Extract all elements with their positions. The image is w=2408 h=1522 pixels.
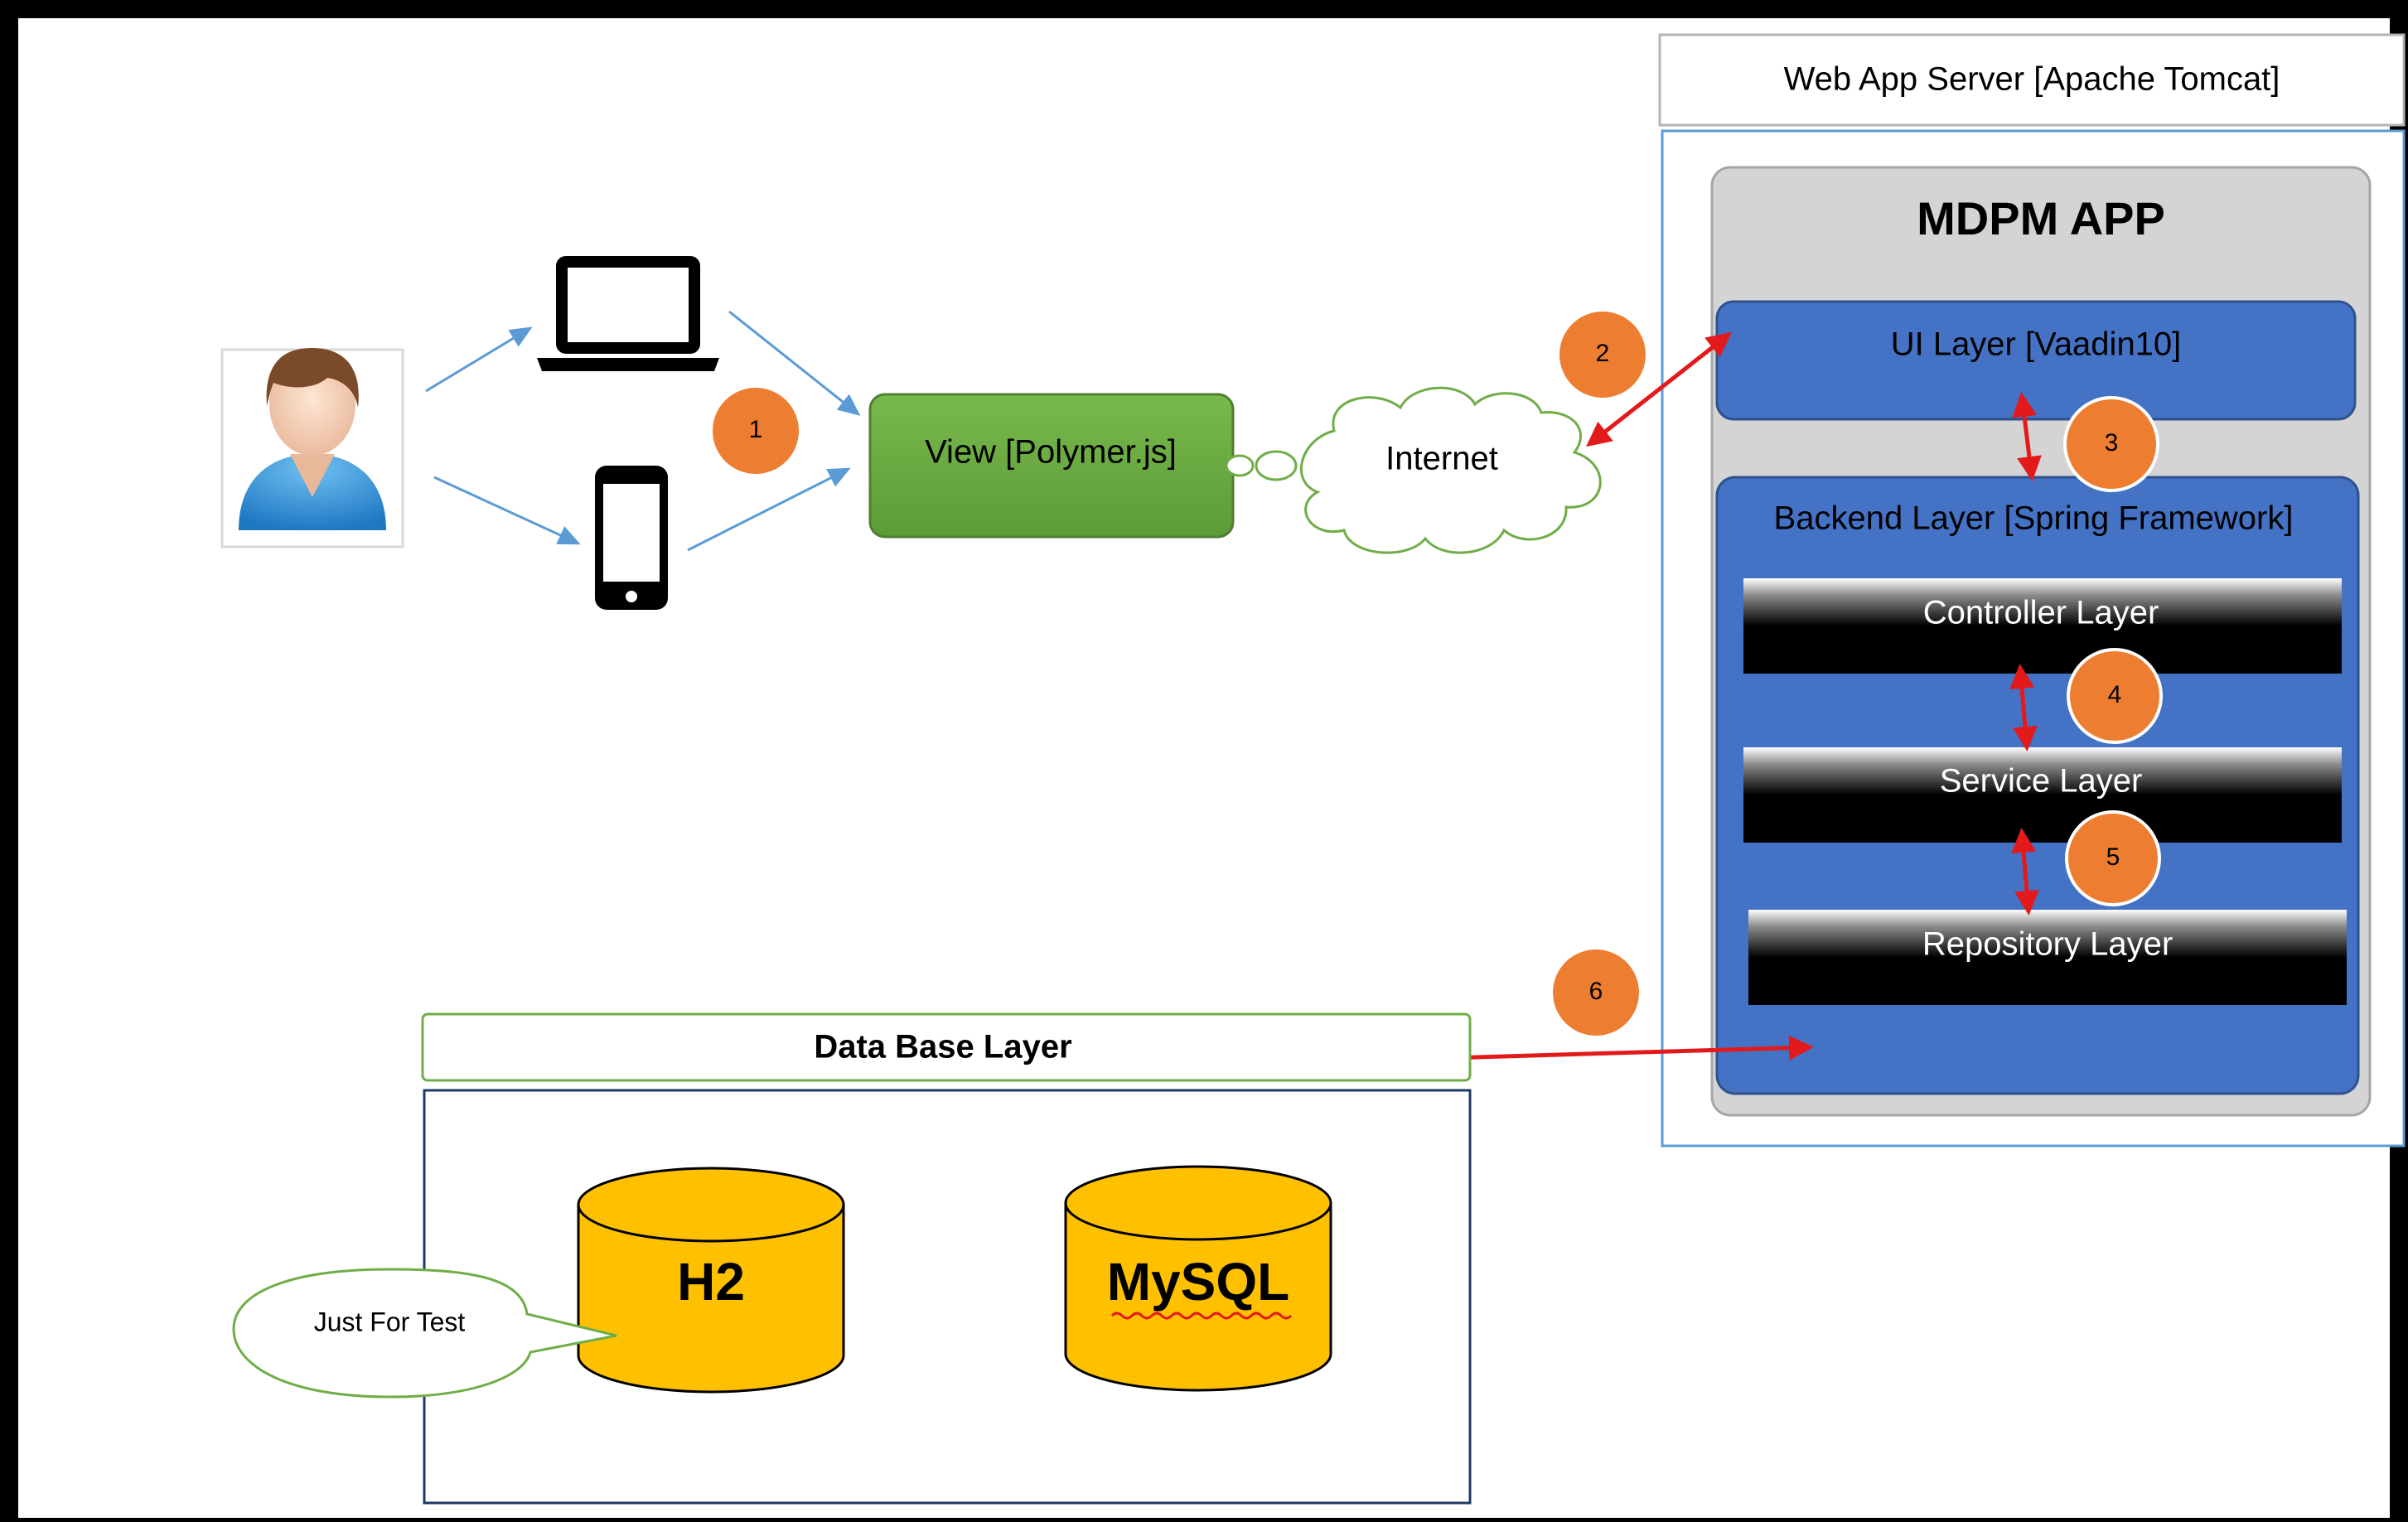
step-1-badge: 1: [713, 388, 799, 474]
step-4-badge: 4: [2067, 648, 2163, 744]
view-label: View [Polymer.js]: [925, 434, 1177, 471]
database-title: Data Base Layer: [814, 1029, 1071, 1065]
step-2-badge: 2: [1559, 312, 1646, 398]
step-6-label: 6: [1589, 978, 1603, 1005]
arrow-controller-service: [2009, 664, 2038, 751]
step-6-badge: 6: [1553, 949, 1639, 1036]
cloud-icon: Internet: [1225, 386, 1602, 554]
just-for-test-callout: Just For Test: [232, 1268, 617, 1399]
arrow-internet-ui: [1586, 331, 1732, 447]
database-header: [421, 1012, 1472, 1082]
h2-label: H2: [677, 1252, 745, 1312]
callout-label: Just For Test: [314, 1307, 466, 1336]
red-flow-arrows: [1416, 331, 2042, 1071]
mysql-label: MySQL: [1107, 1252, 1289, 1312]
user-avatar-icon: [220, 348, 404, 548]
repository-layer-label: Repository Layer: [1922, 926, 2173, 963]
step-3-badge: 3: [2063, 396, 2159, 492]
laptop-icon: [537, 256, 719, 371]
service-layer-label: Service Layer: [1940, 763, 2143, 800]
step-2-label: 2: [1596, 340, 1610, 367]
arrow-service-repository: [2011, 828, 2039, 916]
step-1-label: 1: [749, 416, 763, 443]
service-layer-box: [1743, 747, 2342, 843]
controller-layer-label: Controller Layer: [1923, 595, 2159, 631]
smartphone-icon: [595, 466, 668, 610]
web-server-title: Web App Server [Apache Tomcat]: [1784, 61, 2280, 98]
web-server-header: Web App Server [Apache Tomcat]: [1658, 33, 2406, 127]
repository-layer-box: [1748, 910, 2347, 1005]
backend-layer-title: Backend Layer [Spring Framework]: [1774, 500, 2294, 537]
arrow-backend-database: [1416, 1035, 1814, 1071]
mdpm-app-title: MDPM APP: [1917, 192, 2165, 244]
internet-label: Internet: [1385, 441, 1498, 477]
arrow-ui-backend: [2012, 392, 2042, 481]
ui-layer-label: UI Layer [Vaadin10]: [1891, 326, 2182, 363]
controller-layer-box: [1743, 578, 2342, 674]
step-5-label: 5: [2106, 843, 2120, 871]
step-3-label: 3: [2105, 429, 2119, 457]
step-5-badge: 5: [2065, 810, 2161, 906]
mysql-database-icon: MySQL: [1064, 1165, 1332, 1392]
h2-database-icon: H2: [577, 1167, 845, 1394]
user-device-arrows: [425, 310, 861, 552]
step-4-label: 4: [2108, 681, 2122, 708]
